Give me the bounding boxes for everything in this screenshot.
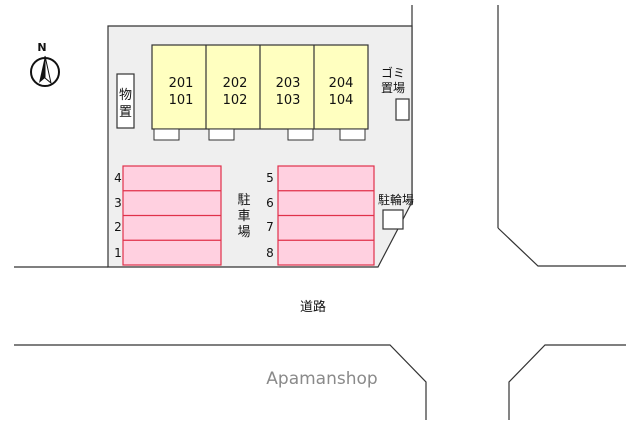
compass-north-label: N [37,41,46,54]
garbage-label-line2: 置場 [381,81,405,95]
unit-202-102: 202 102 [223,76,248,108]
parking-label-char: 駐 [237,193,250,208]
garbage-area: ゴミ 置場 [381,65,410,121]
parking-label: 駐 車 場 [237,193,250,240]
storage-label-char: 置 [119,105,132,120]
unit-204-104: 204 104 [329,76,354,108]
shop-watermark: Apamanshop [266,369,377,389]
unit-upper-number: 203 [276,76,301,91]
parking-space-number: 6 [266,196,274,210]
entrance-step [339,128,366,141]
unit-lower-number: 103 [276,93,301,108]
parking-left: 4 3 2 1 [114,165,222,266]
unit-lower-number: 102 [223,93,248,108]
parking-right: 5 6 7 8 [266,165,375,266]
parking-label-char: 車 [237,209,250,224]
parking-space-number: 8 [266,246,274,260]
storage-shed: 物 置 [116,73,135,129]
unit-203-103: 203 103 [276,76,301,108]
road-label: 道路 [300,299,326,315]
parking-space-number: 3 [114,196,122,210]
parking-space-number: 4 [114,171,122,185]
parking-space-number: 5 [266,171,274,185]
entrance-step [153,128,180,141]
parking-space-number: 7 [266,220,274,234]
bicycle-parking: 駐輪場 [378,192,414,230]
bicycle-box [382,209,404,230]
unit-lower-number: 104 [329,93,354,108]
parking-space-number: 2 [114,220,122,234]
garbage-box [395,98,410,121]
parking-space-number: 1 [114,246,122,260]
apartment-building: 201 101 202 102 203 103 204 104 [151,44,369,141]
garbage-label-line1: ゴミ [381,65,405,80]
storage-label-char: 物 [119,88,132,103]
unit-lower-number: 101 [169,93,194,108]
unit-upper-number: 204 [329,76,354,91]
unit-upper-number: 201 [169,76,194,91]
parking-label-char: 場 [237,225,250,240]
unit-upper-number: 202 [223,76,248,91]
compass-needle-icon [39,56,45,83]
bicycle-label: 駐輪場 [378,192,414,207]
entrance-step [208,128,235,141]
compass: N [30,41,60,87]
entrance-step [287,128,314,141]
unit-201-101: 201 101 [169,76,194,108]
